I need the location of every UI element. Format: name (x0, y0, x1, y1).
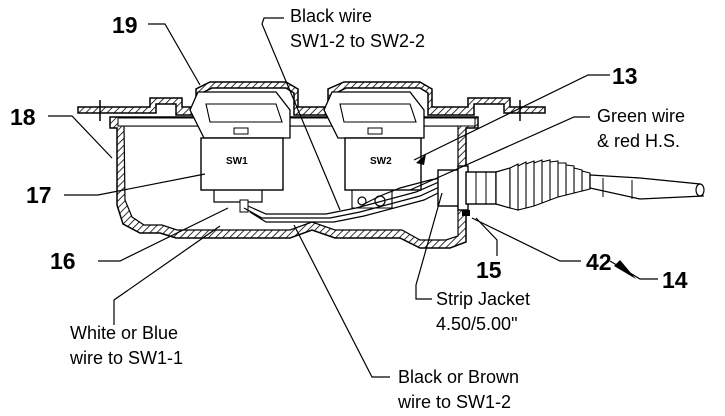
callout-42: 42 (586, 249, 612, 275)
callout-16: 16 (50, 248, 76, 274)
callout-13: 13 (612, 63, 638, 89)
callout-19: 19 (112, 12, 138, 38)
label-white-blue-wire-line1: White or Blue (70, 323, 178, 343)
label-strip-jacket-line2: 4.50/5.00" (436, 314, 517, 334)
sw2-label: SW2 (370, 156, 392, 167)
label-black-wire-line2: SW1-2 to SW2-2 (290, 31, 425, 51)
callout-15: 15 (476, 257, 502, 283)
label-strip-jacket-line1: Strip Jacket (436, 289, 530, 309)
label-green-wire-line2: & red H.S. (597, 131, 680, 151)
cover-plate (77, 81, 546, 121)
switch-sw1: SW1 (189, 91, 291, 213)
cable-strain-relief (437, 159, 705, 216)
label-white-blue-wire-line2: wire to SW1-1 (69, 348, 183, 368)
leader-lines (48, 17, 658, 378)
label-green-wire-line1: Green wire (597, 106, 685, 126)
arrowhead-13 (416, 154, 426, 165)
callout-18: 18 (10, 104, 36, 130)
callout-17: 17 (26, 182, 52, 208)
arrowhead-14 (614, 260, 636, 279)
switch-sw2: SW2 (323, 91, 425, 209)
label-black-wire-line1: Black wire (290, 6, 372, 26)
label-black-brown-wire-line1: Black or Brown (398, 367, 519, 387)
callout-14: 14 (662, 267, 688, 293)
sw1-label: SW1 (226, 156, 248, 167)
label-black-brown-wire-line2: wire to SW1-2 (397, 392, 511, 412)
